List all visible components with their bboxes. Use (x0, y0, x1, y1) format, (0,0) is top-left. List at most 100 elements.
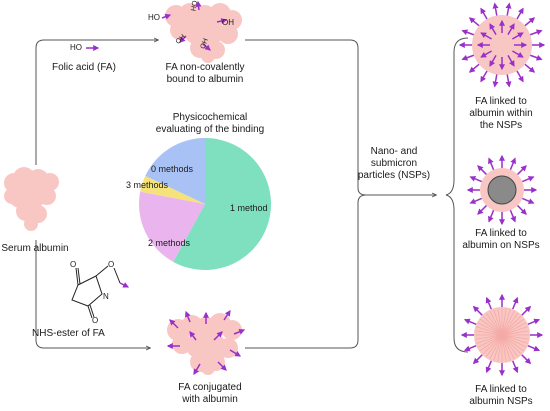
nsp-albumin-particle (460, 293, 544, 377)
fa-arrow-within-inner (480, 32, 492, 40)
fa-arrow-within-inner (480, 50, 492, 58)
folic-acid-ho-label: HO (70, 43, 82, 52)
pie-label-2-methods: 2 methods (148, 238, 191, 248)
line-to-noncovalent (35, 40, 158, 165)
line-conj-to-nsp (245, 194, 367, 349)
pie-title-2: evaluating of the binding (155, 124, 265, 135)
fa-arrow-within-outer (468, 17, 480, 27)
nsp-albumin-fiber (475, 330, 503, 336)
ho-label-2: HO (190, 0, 200, 12)
fa-arrow-albumin-nsp (521, 354, 532, 365)
fa-arrow-within-inner (489, 23, 497, 35)
fa-arrow-within-outer (461, 29, 475, 36)
nsp-within-core (472, 15, 532, 75)
pie-slice-2-methods (139, 191, 205, 262)
fa-arrow-within-outer (505, 2, 512, 16)
pie-title-1: Physicochemical (172, 112, 248, 123)
folic-acid-label: Folic acid (FA) (52, 62, 116, 73)
fa-arrow-albumin-nsp (463, 318, 477, 325)
fa-arrow-on (477, 165, 487, 175)
fa-arrow-on (522, 176, 535, 183)
fa-arrow-albumin-nsp (512, 296, 519, 310)
fa-arrow-on (509, 157, 516, 170)
fa-arrow-within-inner (489, 55, 497, 67)
fa-arrow-within-outer (529, 29, 543, 36)
right-brace (445, 37, 469, 353)
noncovalent-albumin-blob (165, 3, 242, 63)
fa-arrow-within-inner (512, 50, 524, 58)
nhs-ester-structure (71, 265, 121, 319)
nsp-albumin-fiber (501, 334, 515, 360)
line-noncov-to-nsp (245, 39, 436, 195)
line-to-conjugated (35, 240, 150, 348)
nsp-albumin-fiber (501, 312, 519, 336)
fa-arrow-within-outer (524, 63, 536, 73)
fa-arrow-within-outer (480, 7, 488, 20)
fa-arrow-within-outer (524, 17, 536, 27)
nsp-albumin-fiber (482, 334, 503, 355)
nsp-within-particle (458, 2, 546, 88)
within-label-3: the NSPs (479, 120, 523, 131)
nsps-label-2: albumin NSPs (469, 396, 533, 407)
nsp-albumin-fiber (501, 310, 515, 336)
nsp-albumin-fiber (501, 315, 522, 336)
fa-arrow-albumin-nsp (527, 345, 541, 352)
nsp-albumin-fiber (501, 322, 527, 336)
pie-label-3-methods: 3 methods (126, 180, 169, 190)
nsp-albumin-fiber (485, 312, 503, 336)
fa-arrow-within-inner (507, 55, 515, 67)
nsp-albumin-fiber (501, 330, 529, 336)
nsp-albumin-fiber (485, 334, 503, 358)
nsp-albumin-fiber (479, 318, 503, 336)
nhs-fa-arrow-icon (119, 282, 130, 288)
fa-noncovalent-label-1: FA non-covalently (165, 62, 245, 73)
fa-arrow-on (509, 210, 516, 223)
pie-label-0-methods: 0 methods (151, 164, 194, 174)
fa-arrow-albumin-nsp (472, 305, 483, 316)
pie-slice-1-method (173, 138, 271, 271)
nsp-albumin-fiber (477, 322, 503, 336)
fa-arrow-albumin-nsp (512, 360, 519, 374)
nsp-albumin-fiber (497, 308, 503, 336)
nhs-n-label: N (103, 292, 109, 301)
fa-noncovalent-label-2: bound to albumin (166, 74, 244, 85)
fa-arrow-within-outer (480, 70, 488, 83)
nsp-albumin-fiber (501, 309, 511, 336)
fa-arrow-within-inner (507, 23, 515, 35)
nsp-albumin-fiber (489, 310, 503, 336)
conjugated-albumin-blob (167, 313, 242, 375)
fa-arrow-within-outer (468, 63, 480, 73)
ho-label-1: HO (148, 13, 160, 22)
conjugated-fa-arrows (166, 310, 246, 376)
fa-arrow-on (517, 165, 527, 175)
nhs-ester-label: NHS-ester of FA (32, 328, 105, 339)
nhs-o-label-2: O (92, 316, 99, 325)
nsp-albumin-fiber (501, 334, 527, 348)
nhs-o-label-3: O (108, 260, 115, 269)
nsp-albumin-fiber (501, 326, 528, 336)
nhs-o-label-1: O (70, 260, 77, 269)
fa-arrow-on (517, 205, 527, 215)
fa-arrow-albumin-nsp (527, 318, 541, 325)
serum-albumin-label: Serum albumin (1, 243, 69, 254)
nsp-on-particle (466, 154, 538, 226)
nsp-albumin-fiber (501, 308, 507, 336)
fa-conj-label-2: with albumin (182, 394, 238, 405)
fa-arrow-within-outer (529, 54, 543, 61)
nsp-label-1: Nano- and (370, 146, 418, 157)
nsp-albumin-fiber (475, 334, 503, 340)
nsp-albumin-fiber (493, 309, 503, 336)
nsp-albumin-fiber (501, 334, 519, 358)
fa-arrow-on (488, 157, 495, 170)
fa-arrow-within-outer (516, 7, 524, 20)
nsp-albumin-fiber (501, 318, 525, 336)
fa-conj-label-1: FA conjugated (178, 382, 242, 393)
fa-arrow-within-outer (516, 70, 524, 83)
fa-arrow-on (469, 197, 482, 204)
fa-arrow-within-outer (492, 74, 499, 88)
fa-arrow-albumin-nsp (485, 296, 492, 310)
fa-arrow-albumin-nsp (472, 354, 483, 365)
fa-arrow-on (488, 210, 495, 223)
